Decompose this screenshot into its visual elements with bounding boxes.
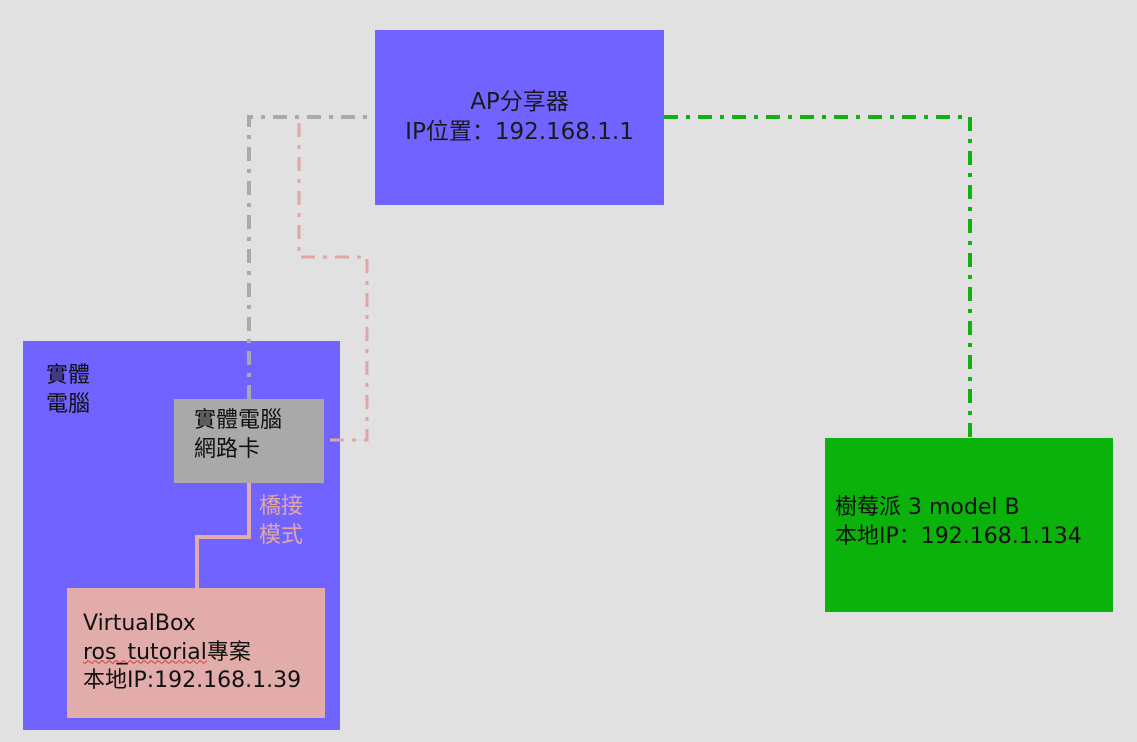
- ap-to-rpi-line: [664, 115, 972, 438]
- virtualbox-ip: 本地IP:192.168.1.39: [83, 668, 302, 694]
- network-card-box: 實體電腦 網路卡: [174, 399, 324, 483]
- bridge-to-ap-line: [297, 117, 369, 442]
- virtualbox-project-name: ros_tutorial: [83, 639, 207, 665]
- raspberry-pi-model: 樹莓派 3 model B: [835, 495, 1020, 520]
- ap-router-box: AP分享器 IP位置：192.168.1.1: [375, 30, 664, 205]
- raspberry-pi-ip: 本地IP：192.168.1.134: [835, 523, 1082, 549]
- network-card-line1: 實體電腦: [194, 408, 283, 433]
- physical-computer-label-line1: 實體: [46, 363, 91, 388]
- virtualbox-project: ros_tutorial專案: [83, 639, 325, 668]
- bridge-mode-label: 橋接 模式: [259, 493, 303, 550]
- virtualbox-box: VirtualBox ros_tutorial專案 本地IP:192.168.1…: [67, 588, 325, 718]
- bridge-mode-line1: 橋接: [259, 494, 304, 519]
- physical-computer-label-line2: 電腦: [46, 391, 91, 417]
- virtualbox-name: VirtualBox: [83, 611, 196, 636]
- bridge-mode-line2: 模式: [259, 522, 304, 548]
- ap-router-title: AP分享器: [470, 88, 569, 115]
- physical-computer-label: 實體 電腦: [46, 362, 90, 419]
- nic-to-ap-line: [247, 115, 375, 399]
- ap-router-ip: IP位置：192.168.1.1: [405, 118, 634, 145]
- network-card-line2: 網路卡: [194, 436, 261, 462]
- raspberry-pi-box: 樹莓派 3 model B 本地IP：192.168.1.134: [825, 438, 1113, 612]
- virtualbox-project-suffix: 專案: [206, 639, 251, 665]
- nic-to-vbox-line: [195, 483, 251, 588]
